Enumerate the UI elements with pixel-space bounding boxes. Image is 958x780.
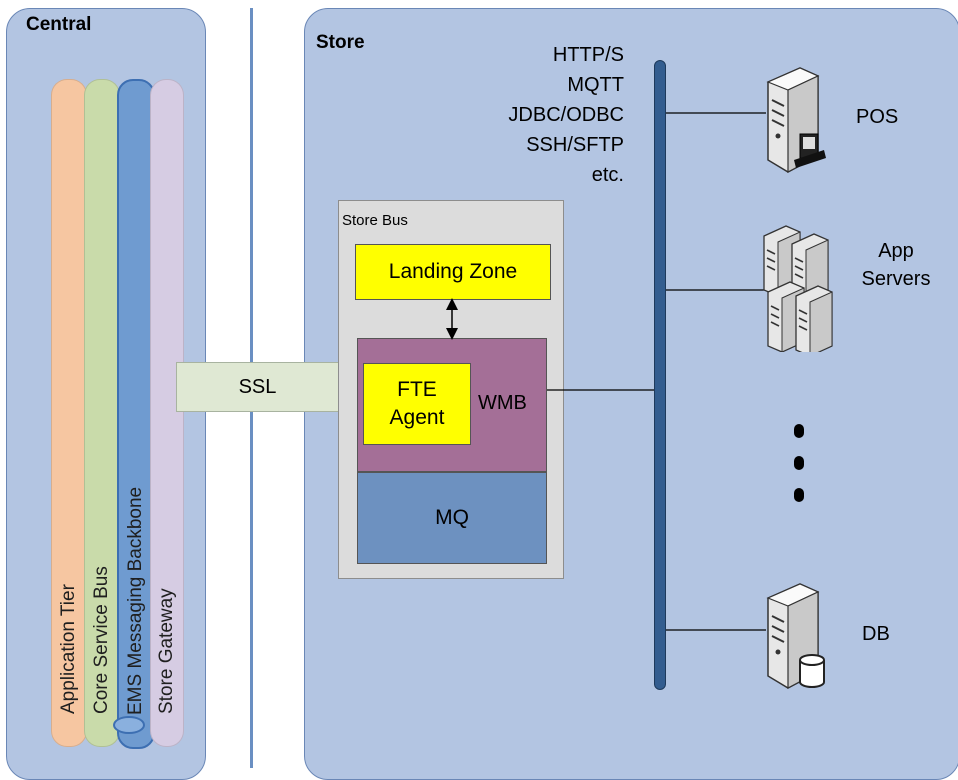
db-server-icon xyxy=(766,583,825,689)
store-gateway-pillar: Store Gateway xyxy=(150,79,184,747)
pos-server-icon xyxy=(766,67,826,173)
central-title: Central xyxy=(26,14,92,35)
store-bus-title: Store Bus xyxy=(342,212,408,229)
agent-label: Agent xyxy=(389,406,445,429)
db-label: DB xyxy=(862,623,890,645)
protocol-list: HTTP/S MQTT JDBC/ODBC SSH/SFTP etc. xyxy=(440,40,624,190)
central-panel: Application Tier Core Service Bus EMS Me… xyxy=(6,8,206,780)
mq-box: MQ xyxy=(357,472,547,564)
ellipsis-dot xyxy=(794,424,804,438)
protocol-etc: etc. xyxy=(591,164,624,186)
network-bus-bar xyxy=(654,60,666,690)
core-service-bus-pillar: Core Service Bus xyxy=(84,79,120,747)
protocol-http: HTTP/S xyxy=(552,44,624,66)
ellipsis-dot xyxy=(794,456,804,470)
protocol-jdbc: JDBC/ODBC xyxy=(508,104,624,126)
ellipsis-dot xyxy=(794,488,804,502)
protocol-mqtt: MQTT xyxy=(567,74,624,96)
wmb-label: WMB xyxy=(478,392,527,414)
landing-zone-box: Landing Zone xyxy=(355,244,551,300)
pos-label: POS xyxy=(856,106,899,128)
protocol-ssh: SSH/SFTP xyxy=(526,134,624,156)
fte-agent-box: FTE Agent xyxy=(363,363,471,445)
app-servers-icon xyxy=(763,225,833,352)
app-servers-label: App Servers xyxy=(854,237,938,293)
app-label-line2: Servers xyxy=(861,268,931,290)
ssl-connection: SSL xyxy=(176,362,339,412)
ems-cylinder-cap xyxy=(113,716,145,734)
store-title: Store xyxy=(316,32,365,53)
fte-label: FTE xyxy=(397,378,437,401)
app-label-line1: App xyxy=(878,240,914,262)
application-tier-pillar: Application Tier xyxy=(51,79,87,747)
